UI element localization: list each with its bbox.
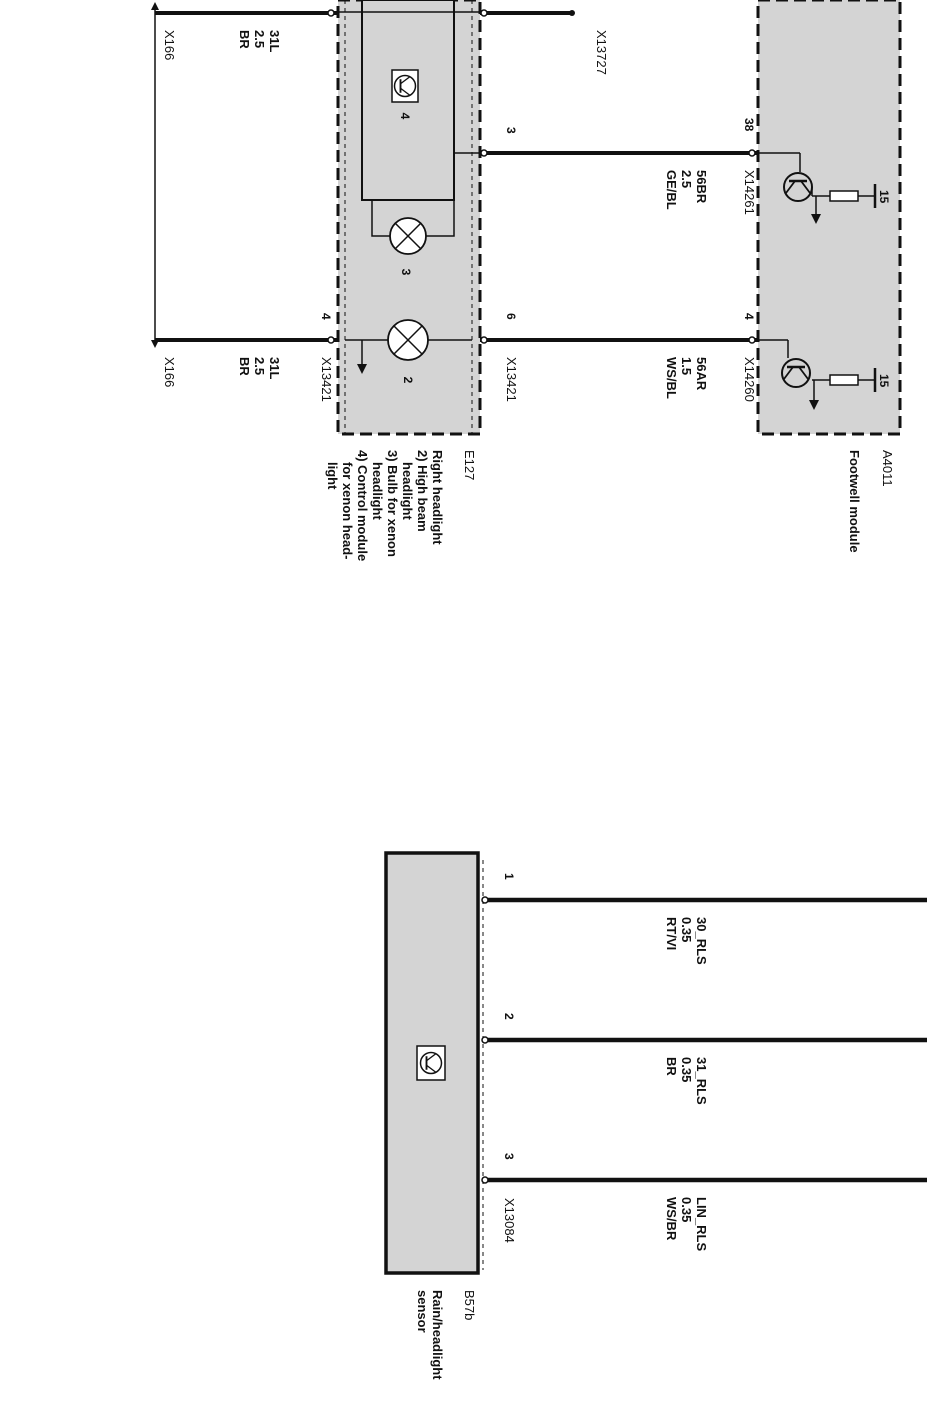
wire-label-gauge: 0.35 <box>679 1197 694 1222</box>
ground-wire-x166 <box>151 2 159 348</box>
e127-desc-line: 2) High beam <box>415 450 430 532</box>
sensor-electronics-icon <box>416 1045 446 1081</box>
part-label-2: 2 <box>401 377 415 384</box>
e127-desc-line: Right headlight <box>430 450 445 545</box>
pin-label: 4 <box>742 313 756 320</box>
resistor-icon <box>829 190 859 202</box>
e127-desc-line: light <box>325 462 340 490</box>
pin-label: 3 <box>504 127 518 134</box>
e127-desc-line: for xenon head- <box>340 462 355 560</box>
wire-label-signal: 31_RLS <box>694 1057 709 1105</box>
wire-label-gauge: 2.5 <box>679 170 694 188</box>
e127-desc-line: 3) Bulb for xenon <box>385 450 400 557</box>
ground-arrow-icon <box>357 364 367 374</box>
wire-label-gauge: 1.5 <box>679 357 694 375</box>
wire-label-signal: 30_RLS <box>694 917 709 965</box>
b57b-desc-line: sensor <box>415 1290 430 1333</box>
wire-label-color: GE/BL <box>664 170 679 210</box>
supply-label: 15 <box>877 374 891 388</box>
a4011-id-label: A4011 <box>880 450 895 487</box>
e127-id-label: E127 <box>462 450 477 480</box>
connector-label-x166-top: X166 <box>162 30 177 60</box>
e127-headlight-module: 4 3 2 <box>336 0 482 436</box>
b57b-rain-sensor <box>384 851 489 1275</box>
wire-label-gauge: 2.5 <box>252 30 267 48</box>
connector-label-x13727: X13727 <box>594 30 609 75</box>
wire-label-color: WS/BR <box>664 1197 679 1241</box>
wire-label-gauge: 0.35 <box>679 917 694 942</box>
resistor-icon-2 <box>829 374 859 386</box>
wire-label-color: BR <box>237 30 252 49</box>
connector-label-x14260: X14260 <box>742 357 757 402</box>
control-module-icon <box>391 69 419 103</box>
part-label-4: 4 <box>398 113 412 120</box>
connector-label-x13084: X13084 <box>502 1198 517 1243</box>
a4011-footwell-module <box>756 0 902 436</box>
b57b-desc-line: Rain/headlight <box>430 1290 445 1380</box>
e127-desc-line: 4) Control module <box>355 450 370 561</box>
pin-label: 3 <box>502 1153 516 1160</box>
wire-label-signal: 56AR <box>694 357 709 391</box>
pin-label: 2 <box>502 1013 516 1020</box>
pin-label: 1 <box>502 873 516 880</box>
pin-label: 4 <box>319 313 333 320</box>
a4011-name-label: Footwell module <box>847 450 862 553</box>
xenon-bulb-icon <box>389 217 427 255</box>
pin-label: 38 <box>742 118 756 132</box>
connector-label-x13421-right: X13421 <box>504 357 519 402</box>
b57b-id-label: B57b <box>462 1290 477 1320</box>
supply-label: 15 <box>877 190 891 204</box>
high-beam-bulb-icon <box>387 319 429 361</box>
wire-label-color: BR <box>237 357 252 376</box>
wire-label-color: WS/BL <box>664 357 679 399</box>
connector-label-x166-bottom: X166 <box>162 357 177 387</box>
part-label-3: 3 <box>399 269 413 276</box>
e127-desc-line: headlight <box>400 462 415 520</box>
wire-label-color: BR <box>664 1057 679 1076</box>
pin-label: 6 <box>504 313 518 320</box>
e127-desc-line: headlight <box>370 462 385 520</box>
wire-label-color: RT/VI <box>664 917 679 950</box>
wire-label-signal: LIN_RLS <box>694 1197 709 1252</box>
wire-label-signal: 31L <box>267 30 282 52</box>
wire-label-gauge: 2.5 <box>252 357 267 375</box>
wire-label-gauge: 0.35 <box>679 1057 694 1082</box>
wire-label-signal: 56BR <box>694 170 709 204</box>
connector-label-x13421-left: X13421 <box>319 357 334 402</box>
connector-label-x14261: X14261 <box>742 170 757 215</box>
wire-x13727 <box>480 10 575 16</box>
connection-dots <box>327 9 756 344</box>
wire-label-signal: 31L <box>267 357 282 379</box>
